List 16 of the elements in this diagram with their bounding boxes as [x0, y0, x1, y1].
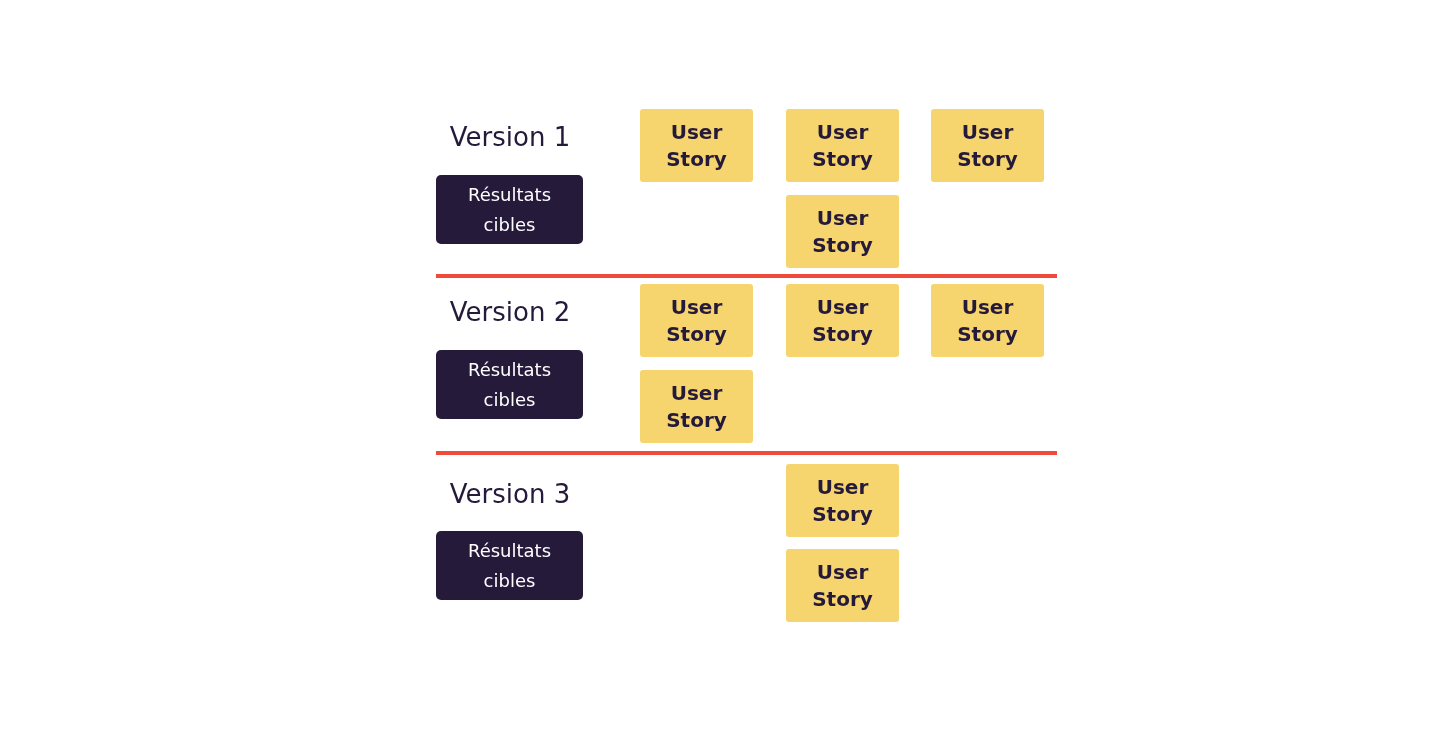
sticky-note: User Story — [786, 549, 899, 622]
sticky-note: User Story — [640, 109, 753, 182]
version-heading: Version 1 — [448, 122, 572, 152]
version-heading: Version 2 — [448, 297, 572, 327]
sticky-note: User Story — [786, 464, 899, 537]
sticky-note: User Story — [931, 284, 1044, 357]
sticky-note: User Story — [640, 284, 753, 357]
outcome-card: Résultats cibles — [436, 350, 583, 419]
sticky-note: User Story — [640, 370, 753, 443]
sticky-note: User Story — [786, 284, 899, 357]
sticky-note: User Story — [786, 109, 899, 182]
version-heading: Version 3 — [448, 479, 572, 509]
sticky-note: User Story — [786, 195, 899, 268]
outcome-card: Résultats cibles — [436, 175, 583, 244]
sticky-note: User Story — [931, 109, 1044, 182]
outcome-card: Résultats cibles — [436, 531, 583, 600]
